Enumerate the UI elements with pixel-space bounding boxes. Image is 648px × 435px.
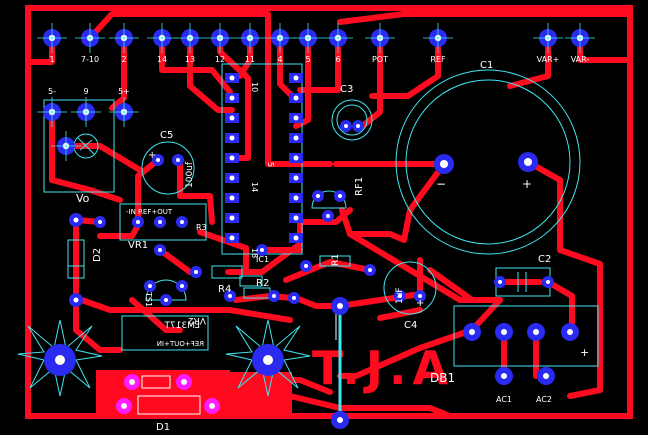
label-vr2: VR2 xyxy=(188,315,206,325)
label-vo: Vo xyxy=(76,192,90,205)
label-vr1-pins: -IN REF+OUT xyxy=(126,208,173,216)
label-c1-minus: − xyxy=(436,177,446,191)
label-c2: C2 xyxy=(538,254,551,265)
label-c1: C1 xyxy=(480,60,493,71)
label-db1: DB1 xyxy=(430,371,455,385)
label-vr2-part: LM317T xyxy=(164,321,200,331)
header-label-4: 14 xyxy=(157,55,167,64)
heatsink-right xyxy=(225,319,311,397)
label-r4: R4 xyxy=(218,284,231,295)
header-label-9: 5 xyxy=(305,55,310,64)
board-title: T.J.A xyxy=(312,341,454,395)
pot-label-2: 9 xyxy=(83,87,88,96)
header-label-6: 12 xyxy=(215,55,225,64)
label-ic-pin-18: 18 xyxy=(250,248,259,258)
label-c4-value: 1uF xyxy=(395,287,405,304)
header-label-12: REF xyxy=(430,55,446,64)
pot-label-3: 5+ xyxy=(118,87,130,96)
mirrored-labels: VR2 LM317T REF+OUT+IN xyxy=(157,315,206,348)
header-labels: 1 7-10 2 14 13 12 11 4 5 6 POT REF VAR+ … xyxy=(49,55,589,64)
header-label-3: 2 xyxy=(121,55,126,64)
label-d1: D1 xyxy=(156,422,170,433)
header-label-11: POT xyxy=(372,55,388,64)
header-label-5: 13 xyxy=(185,55,195,64)
label-r3: R3 xyxy=(196,223,207,232)
label-ac1: AC1 xyxy=(496,395,512,404)
label-c5-plus: + xyxy=(148,150,156,161)
header-label-1: 1 xyxy=(49,55,54,64)
heatsink-hole-left xyxy=(55,355,65,365)
label-ic-pin-14: 14 xyxy=(250,182,259,192)
label-ic1: IC1 xyxy=(256,255,269,264)
label-ic-pin-5: 5 xyxy=(266,162,275,167)
pot-labels: 5- 9 5+ xyxy=(48,87,130,96)
label-c1-plus: + xyxy=(522,177,532,191)
component-pads xyxy=(69,120,579,429)
component-labels: C1 C2 C3 C4 C5 VR1 Vo D1 DB1 AC1 AC2 R4 … xyxy=(76,60,589,433)
heatsink-hole-right xyxy=(263,355,273,365)
pot-label-1: 5- xyxy=(48,87,56,96)
rotated-labels: D2 RF1 100uf 1uF R1 10 18 14 5 TS1 xyxy=(92,82,405,307)
label-c3: C3 xyxy=(340,84,353,95)
label-c4-plus: + xyxy=(416,298,424,309)
header-label-10: 6 xyxy=(335,55,340,64)
label-c5-value: 100uf xyxy=(185,161,195,188)
label-c4: C4 xyxy=(404,320,417,331)
heatsink-left xyxy=(17,319,103,397)
label-r2: R2 xyxy=(256,278,269,289)
header-label-14: VAR- xyxy=(571,55,590,64)
label-c5: C5 xyxy=(160,130,173,141)
label-vr1: VR1 xyxy=(128,240,148,251)
label-db1-plus: + xyxy=(580,346,589,359)
label-r1: R1 xyxy=(331,254,341,266)
label-rf1: RF1 xyxy=(354,177,365,196)
label-d2: D2 xyxy=(92,248,103,262)
header-label-8: 4 xyxy=(277,55,282,64)
label-vr2-pins: REF+OUT+IN xyxy=(157,340,204,348)
label-ts1: TS1 xyxy=(144,291,153,307)
header-label-13: VAR+ xyxy=(537,55,560,64)
label-ac2: AC2 xyxy=(536,395,552,404)
label-ic-pin-10: 10 xyxy=(250,82,259,92)
header-label-7: 11 xyxy=(245,55,255,64)
board-outline xyxy=(25,5,633,419)
header-label-2: 7-10 xyxy=(81,55,99,64)
